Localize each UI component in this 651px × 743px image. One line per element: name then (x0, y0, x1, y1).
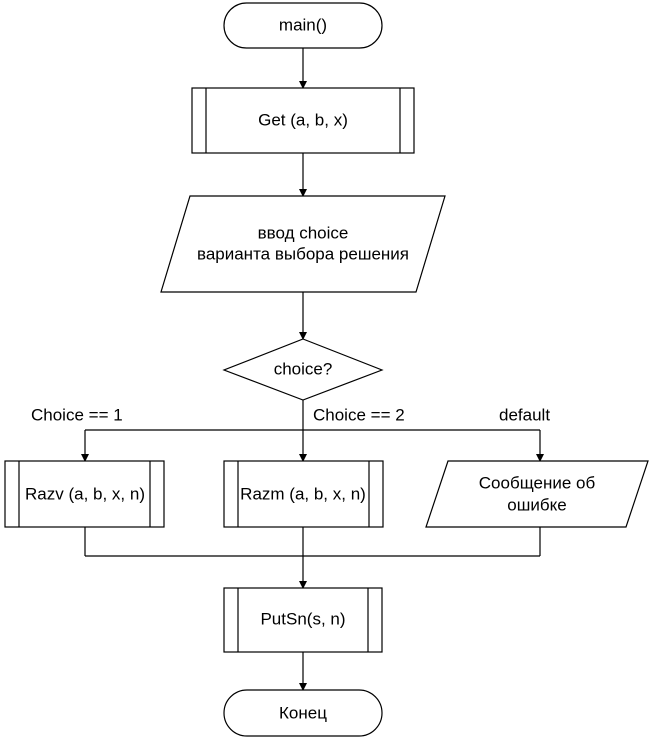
razv-process: Razv (a, b, x, n) (4, 460, 165, 528)
putsn-process: PutSn(s, n) (223, 587, 383, 653)
get-label: Get (a, b, x) (258, 110, 348, 129)
branch2-label: Choice == 2 (313, 405, 405, 424)
razm-process: Razm (a, b, x, n) (223, 460, 384, 528)
error-line2: ошибке (507, 495, 566, 514)
input-block: ввод choice варианта выбора решения (160, 195, 446, 293)
razm-label: Razm (a, b, x, n) (240, 484, 366, 503)
input-line2: варианта выбора решения (197, 244, 409, 263)
start-terminator: main() (223, 2, 383, 49)
decision-label: choice? (274, 359, 333, 378)
branch1-label: Choice == 1 (31, 405, 123, 424)
error-message-block: Сообщение об ошибке (425, 460, 649, 528)
end-terminator: Конец (223, 689, 383, 737)
error-line1: Сообщение об (479, 473, 596, 492)
putsn-label: PutSn(s, n) (260, 609, 345, 628)
start-label: main() (279, 15, 327, 34)
razv-label: Razv (a, b, x, n) (25, 484, 145, 503)
decision-diamond: choice? (222, 338, 384, 401)
input-line1: ввод choice (258, 223, 349, 242)
branch3-label: default (499, 405, 550, 424)
get-process: Get (a, b, x) (191, 87, 415, 154)
end-label: Конец (279, 703, 327, 722)
